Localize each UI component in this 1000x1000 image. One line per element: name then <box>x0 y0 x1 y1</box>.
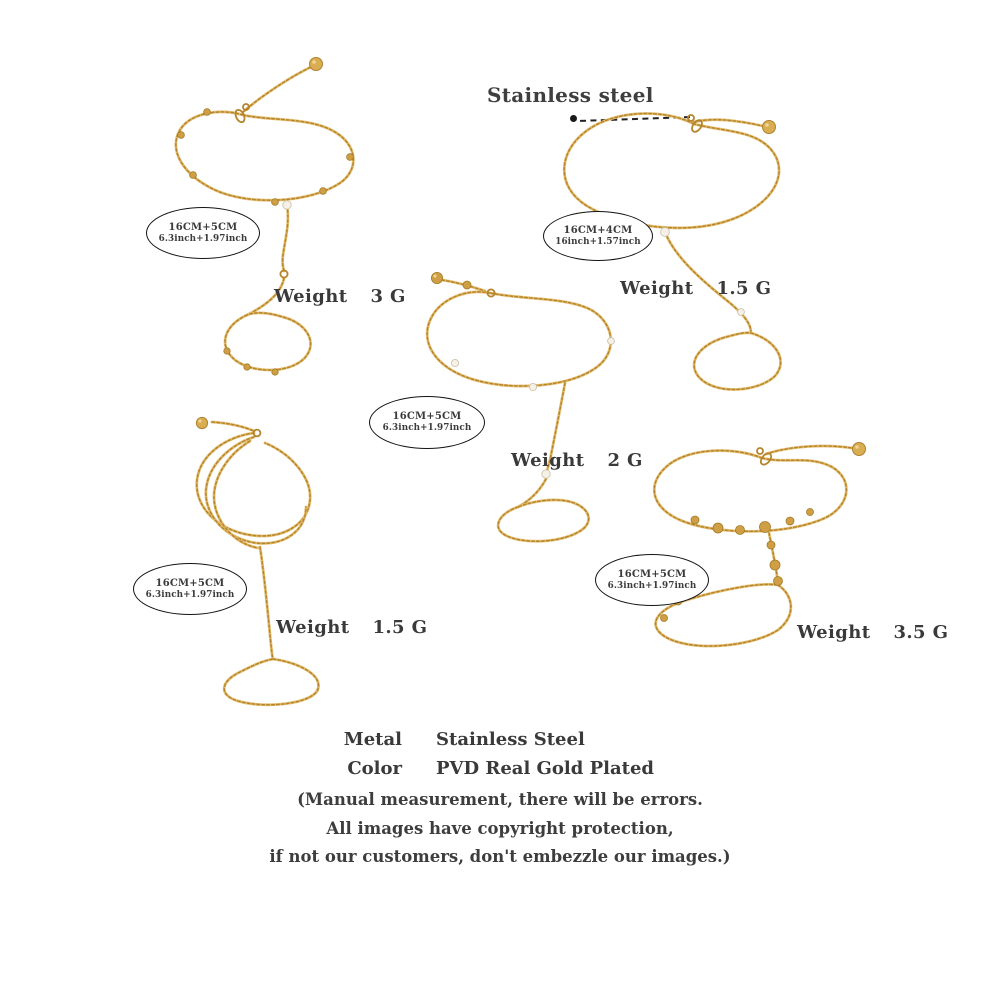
charm-disc <box>762 120 776 134</box>
weight-label-3: Weight 2 G <box>511 450 643 471</box>
spec-metal-value: Stainless Steel <box>436 729 585 750</box>
product-photo-2-hand-chain <box>562 112 782 391</box>
disclaimer-line-3: if not our customers, don't embezzle our… <box>269 847 731 866</box>
weight-label-4: Weight 1.5 G <box>276 617 427 638</box>
size-inch: 6.3inch+1.97inch <box>607 580 697 591</box>
size-cm: 16CM+4CM <box>563 224 633 236</box>
lobster-clasp <box>234 103 250 124</box>
size-inch: 6.3inch+1.97inch <box>158 233 248 244</box>
weight-value: 3 G <box>370 286 406 307</box>
size-callout-4: 16CM+5CM 6.3inch+1.97inch <box>133 563 247 615</box>
clasp-ring <box>486 288 496 298</box>
weight-word: Weight <box>276 617 350 638</box>
weight-label-1: Weight 3 G <box>274 286 406 307</box>
ball-charm <box>430 271 472 290</box>
weight-value: 3.5 G <box>893 622 949 643</box>
gold-beads <box>177 108 354 376</box>
weight-word: Weight <box>274 286 348 307</box>
charm-disc <box>852 442 866 456</box>
size-cm: 16CM+5CM <box>617 568 687 580</box>
chain-drawing <box>195 420 320 707</box>
pearls <box>450 337 615 479</box>
size-inch: 16inch+1.57inch <box>555 236 641 247</box>
gold-beads <box>660 508 814 622</box>
chain-drawing <box>652 444 854 648</box>
weight-value: 2 G <box>607 450 643 471</box>
pearl-and-heart-links <box>279 200 292 279</box>
weight-value: 1.5 G <box>716 278 772 299</box>
clasp-ring <box>252 428 262 438</box>
size-callout-1: 16CM+5CM 6.3inch+1.97inch <box>146 207 260 259</box>
spec-metal-label: Metal <box>343 729 402 750</box>
product-photo-3-hand-chain <box>425 271 615 543</box>
size-callout-5: 16CM+5CM 6.3inch+1.97inch <box>595 554 709 606</box>
weight-value: 1.5 G <box>372 617 428 638</box>
size-inch: 6.3inch+1.97inch <box>145 589 235 600</box>
charm-disc <box>195 416 209 430</box>
size-cm: 16CM+5CM <box>168 221 238 233</box>
copyright-disclaimer: (Manual measurement, there will be error… <box>230 786 770 872</box>
product-photo-5-hand-chain <box>652 442 866 648</box>
spec-color-label: Color <box>347 758 402 779</box>
weight-word: Weight <box>511 450 585 471</box>
pearls <box>660 227 745 316</box>
disclaimer-line-1: (Manual measurement, there will be error… <box>297 790 703 809</box>
size-cm: 16CM+5CM <box>392 411 462 423</box>
charm-disc <box>309 57 323 71</box>
weight-label-5: Weight 3.5 G <box>797 622 948 643</box>
size-callout-2: 16CM+4CM 16inch+1.57inch <box>543 211 653 261</box>
spec-table: Metal Stainless Steel Color PVD Real Gol… <box>280 726 654 782</box>
weight-label-2: Weight 1.5 G <box>620 278 771 299</box>
lobster-clasp <box>687 114 703 133</box>
pointer-dot <box>570 115 577 122</box>
product-photo-1-hand-chain <box>174 57 355 376</box>
lobster-clasp <box>756 447 773 466</box>
product-photo-4-hand-chain <box>195 416 320 707</box>
size-callout-3: 16CM+5CM 6.3inch+1.97inch <box>369 396 485 449</box>
material-title: Stainless steel <box>487 83 654 107</box>
weight-word: Weight <box>797 622 871 643</box>
size-inch: 6.3inch+1.97inch <box>382 423 472 434</box>
disclaimer-line-2: All images have copyright protection, <box>326 818 674 838</box>
spec-color-value: PVD Real Gold Plated <box>436 758 655 779</box>
size-cm: 16CM+5CM <box>155 577 225 589</box>
weight-word: Weight <box>620 278 694 299</box>
